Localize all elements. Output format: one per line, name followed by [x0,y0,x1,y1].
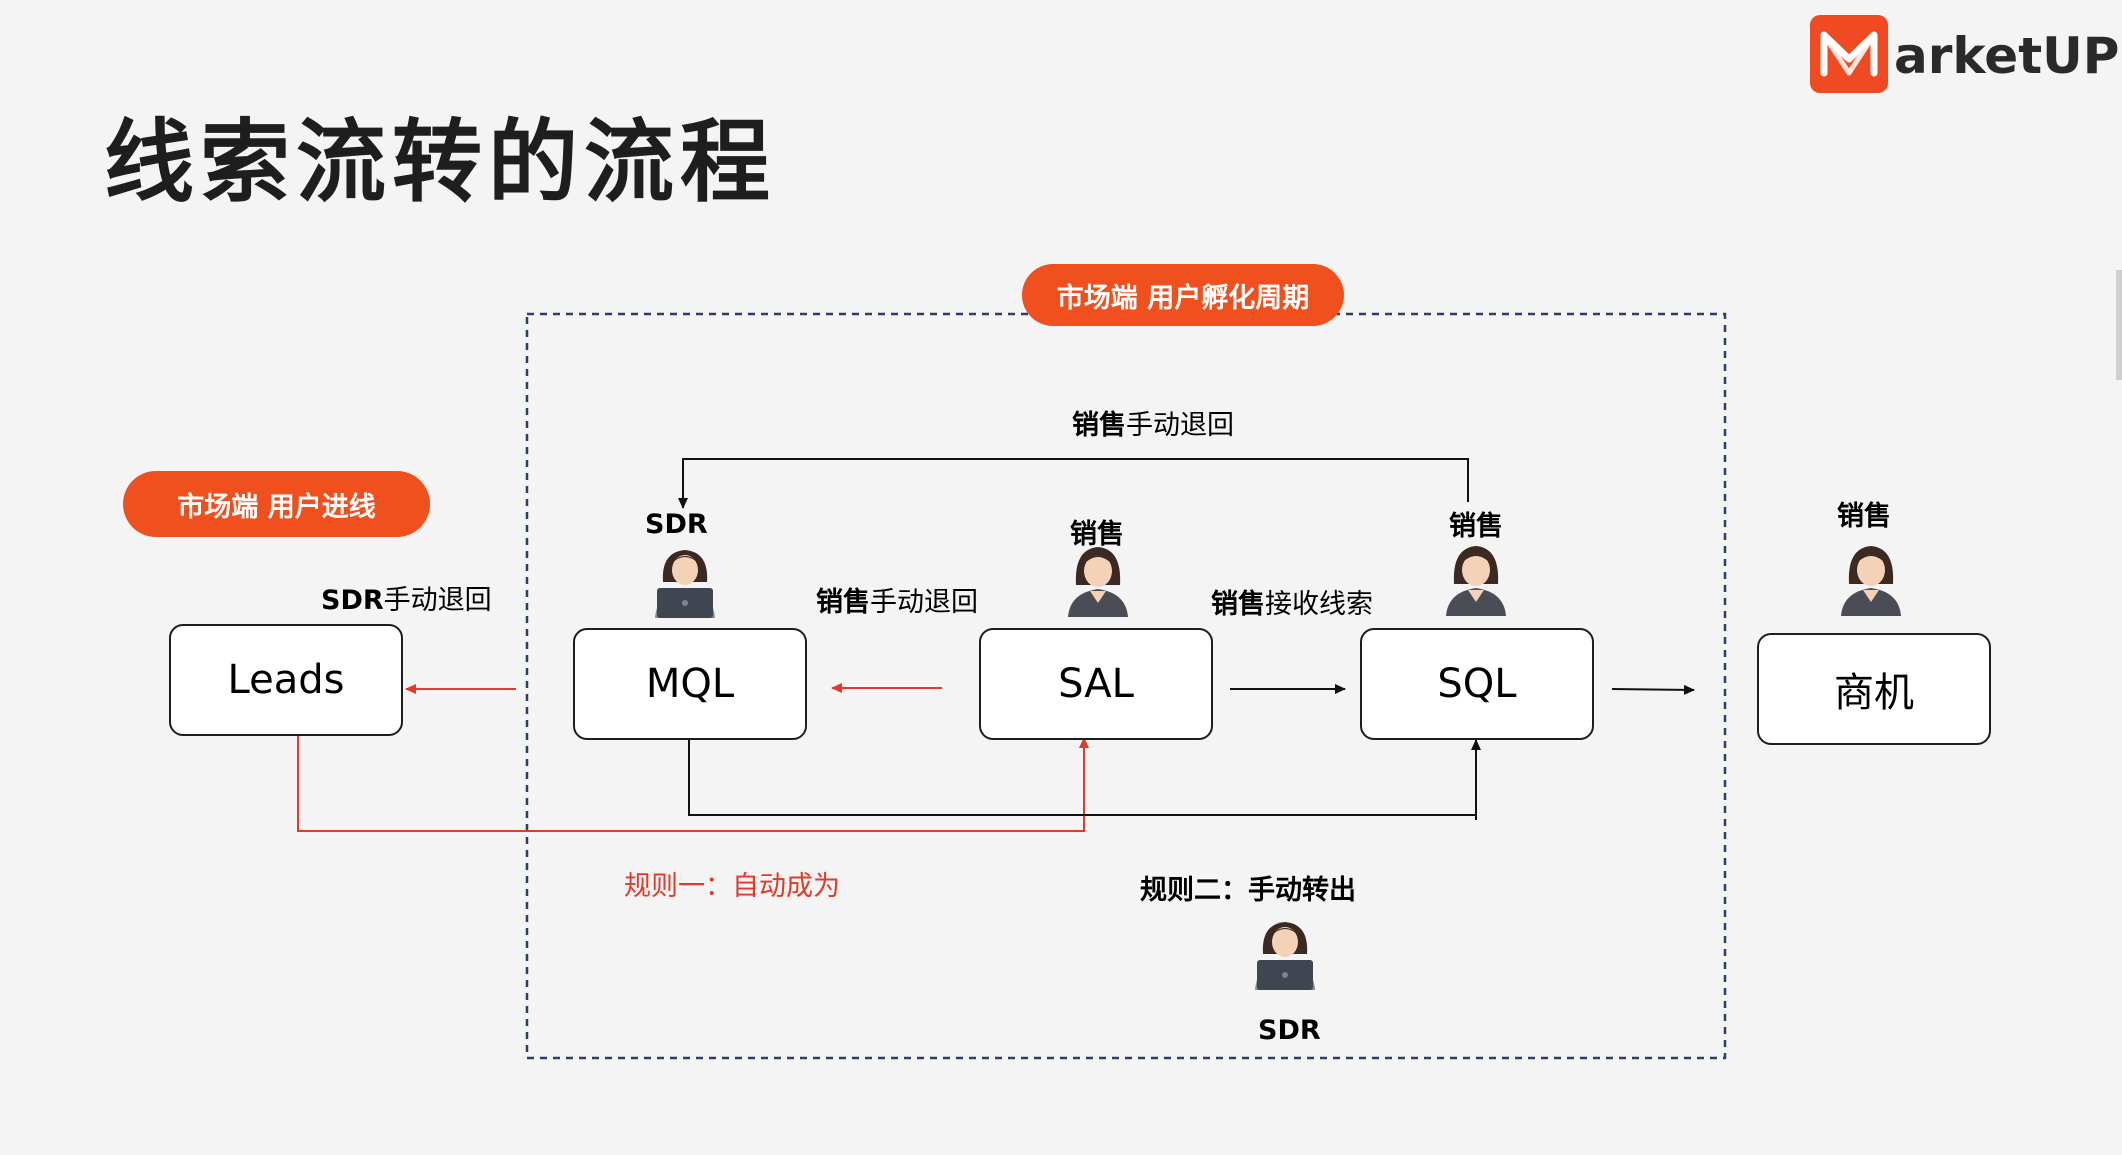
rule2-connector [688,738,1476,816]
sdr-return-label: SDR手动退回 [321,585,492,616]
woman-laptop-icon [647,542,723,618]
woman-avatar-icon [1060,541,1136,617]
rule1-connector [297,735,1089,832]
woman-avatar-icon [1438,540,1514,616]
sales-accept-label: 销售接收线索 [1211,589,1373,620]
rule1-label: 规则一：自动成为 [624,871,840,902]
to-opportunity-arrow [1611,684,1695,695]
opportunity-role-label: 销售 [1837,501,1891,532]
top-return-connector [678,458,1469,509]
slide-edge-divider [2116,270,2122,380]
sales-return-label: 销售手动退回 [816,587,978,618]
page-title: 线索流转的流程 [104,110,776,215]
leads-node: Leads [169,624,403,736]
sql-node: SQL [1360,628,1594,740]
mql-role-label: SDR [645,509,708,540]
sal-node: SAL [979,628,1213,740]
woman-avatar-icon [1833,540,1909,616]
rule2-label: 规则二：手动转出 [1140,875,1356,906]
bottom-role-label: SDR [1258,1015,1321,1046]
nurture-cycle-pill: 市场端 用户孵化周期 [1022,264,1344,326]
top-return-label: 销售手动退回 [1072,410,1234,441]
intake-pill: 市场端 用户进线 [123,471,430,537]
logo-m-icon [1810,15,1888,93]
opportunity-node: 商机 [1757,633,1991,745]
sal-role-label: 销售 [1070,519,1124,550]
mql-node: MQL [573,628,807,740]
woman-laptop-icon [1247,914,1323,990]
logo-text: arketUP [1894,27,2120,85]
sql-role-label: 销售 [1449,511,1503,542]
